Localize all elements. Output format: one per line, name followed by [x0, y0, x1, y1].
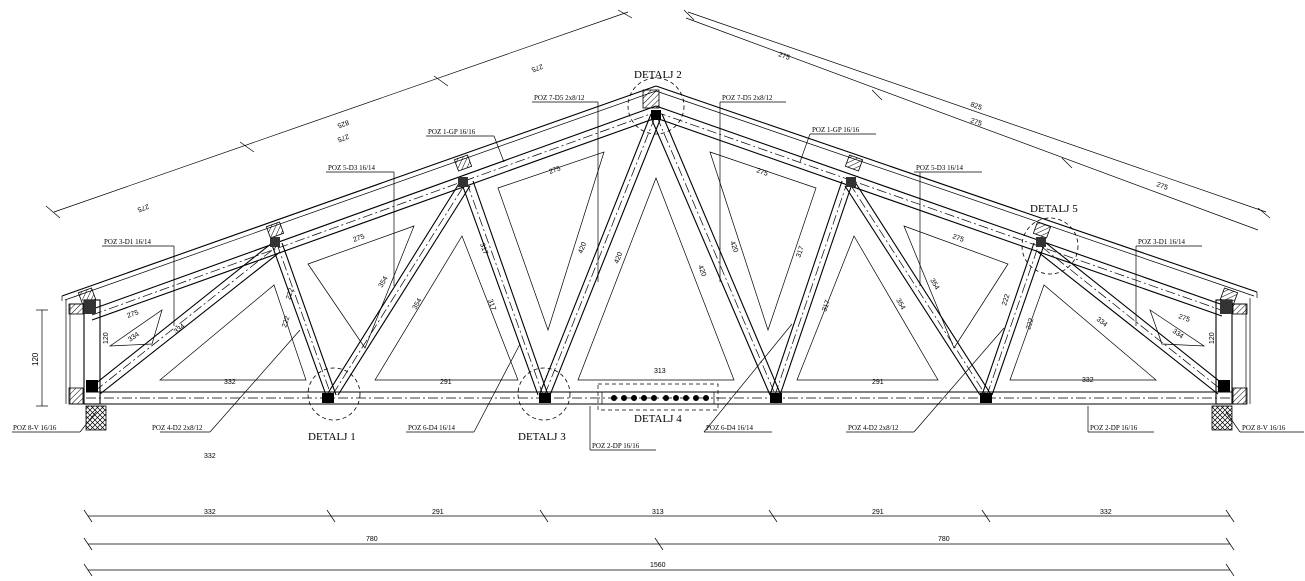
len-291-right: 291: [872, 379, 884, 386]
len-275-3: 275: [548, 165, 561, 176]
purlins: [77, 89, 1239, 305]
len-275-5: 275: [951, 233, 964, 244]
len-317-4: 317: [821, 299, 832, 312]
roof-right-275-2: 275: [969, 117, 982, 128]
len-291-left: 291: [440, 379, 452, 386]
len-332-right: 332: [1082, 377, 1094, 384]
dim-row1-4: 291: [872, 509, 884, 516]
label-poz-6-left: POZ 6-D4 16/14: [408, 424, 456, 432]
label-poz-1-left: POZ 1-GP 16/16: [428, 128, 476, 136]
len-334-2: 334: [173, 323, 187, 336]
roof-left-825: 825: [336, 118, 349, 129]
member-length-labels: 332 291 313 291 332 275 275 275 275 275 …: [103, 165, 1216, 386]
len-332-left: 332: [224, 379, 236, 386]
len-354-3: 354: [894, 298, 906, 312]
roof-right-275-1: 275: [777, 51, 790, 62]
label-poz-8-right: POZ 8-V 16/16: [1242, 424, 1286, 432]
dim-row1-1: 332: [204, 509, 216, 516]
len-334-3: 334: [1095, 316, 1109, 329]
label-poz-3-right: POZ 3-D1 16/14: [1138, 238, 1186, 246]
label-poz-2-mid: POZ 2-DP 16/16: [592, 442, 640, 450]
len-354-2: 354: [412, 297, 424, 311]
roof-dims: [45, 9, 1271, 231]
web-members: [89, 113, 1229, 396]
top-chord-left: [89, 105, 657, 321]
top-chord-right: [655, 105, 1227, 317]
leader-lines: [12, 101, 1304, 451]
len-317-1: 317: [478, 242, 489, 255]
roof-left-275-3: 275: [530, 62, 543, 73]
len-222-4: 222: [1025, 317, 1035, 330]
splice-detail: [597, 383, 719, 411]
detail-5-label: DETALJ 5: [1030, 203, 1078, 215]
roof-right-275-3: 275: [1155, 181, 1168, 192]
len-222-1: 222: [285, 287, 295, 300]
bottom-dim-labels: 332 291 313 291 332 780 780 1560: [204, 509, 1112, 569]
roof-left-275-2: 275: [336, 132, 349, 143]
roof-left-275-1: 275: [136, 202, 149, 213]
len-120-post-left: 120: [103, 332, 110, 344]
len-354-4: 354: [928, 278, 940, 292]
len-354-1: 354: [378, 275, 390, 289]
detail-1-label: DETALJ 1: [308, 431, 356, 443]
len-317-2: 317: [486, 298, 497, 311]
height-dim: [36, 309, 48, 407]
len-275-1: 275: [126, 309, 139, 320]
len-313: 313: [654, 368, 666, 375]
bottom-dims: [83, 509, 1235, 577]
len-275-2: 275: [352, 233, 365, 244]
detail-2-label: DETALJ 2: [634, 69, 682, 81]
label-poz-1-right: POZ 1-GP 16/16: [812, 126, 860, 134]
detail-circles: [307, 77, 1079, 421]
openings: [108, 151, 1206, 381]
len-275-4: 275: [755, 167, 768, 178]
label-poz-5-right: POZ 5-D3 16/14: [916, 164, 964, 172]
label-poz-7-right: POZ 7-D5 2x8/12: [722, 94, 773, 102]
dim-row1-2: 291: [432, 509, 444, 516]
len-420-2: 420: [613, 251, 624, 265]
bottom-chord: [86, 391, 1232, 405]
label-poz-7-left: POZ 7-D5 2x8/12: [534, 94, 585, 102]
roof-dim-labels: 275 275 275 825 275 825 275 275: [136, 51, 1169, 212]
label-poz-2-right: POZ 2-DP 16/16: [1090, 424, 1138, 432]
detail-3-label: DETALJ 3: [518, 431, 566, 443]
dim-row1-5: 332: [1100, 509, 1112, 516]
roof-outline: [61, 85, 1258, 301]
label-poz-6-right: POZ 6-D4 16/14: [706, 424, 754, 432]
joints: [84, 110, 1232, 403]
label-poz-4-right: POZ 4-D2 2x8/12: [848, 424, 899, 432]
dim-row1-3: 313: [652, 509, 664, 516]
label-poz-5-left: POZ 5-D3 16/14: [328, 164, 376, 172]
len-420-1: 420: [577, 241, 588, 255]
roof-right-825: 825: [969, 101, 982, 112]
label-poz-8-left: POZ 8-V 16/16: [13, 424, 57, 432]
end-posts: [65, 298, 1251, 405]
dim-row2-1: 780: [366, 536, 378, 543]
len-420-3: 420: [696, 264, 707, 278]
dim-row2-2: 780: [938, 536, 950, 543]
supports: [85, 405, 1233, 431]
label-poz-4-left: POZ 4-D2 2x8/12: [152, 424, 203, 432]
len-275-6: 275: [1177, 313, 1190, 324]
height-dim-label: 120: [31, 352, 40, 366]
dim-row3: 1560: [650, 562, 666, 569]
detail-4-label: DETALJ 4: [634, 413, 682, 425]
len-222-2: 222: [281, 315, 291, 328]
len-222-3: 222: [1001, 293, 1011, 306]
label-poz-3-left: POZ 3-D1 16/14: [104, 238, 152, 246]
stray-label-332: 332: [204, 453, 216, 460]
len-120-post-right: 120: [1209, 332, 1216, 344]
len-334-4: 334: [1171, 328, 1185, 340]
len-420-4: 420: [728, 240, 739, 254]
len-317-3: 317: [795, 245, 806, 258]
